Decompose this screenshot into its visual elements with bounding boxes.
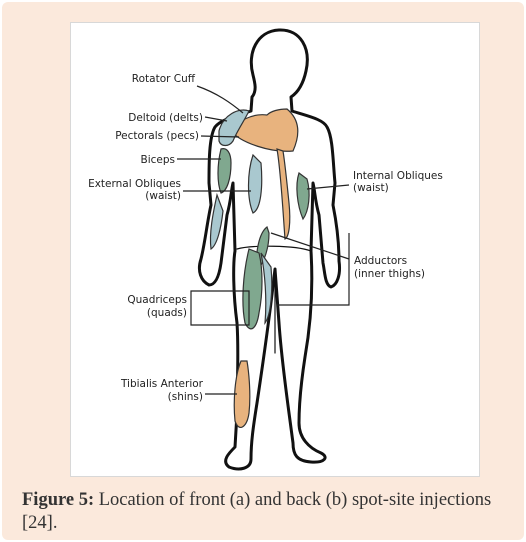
- biceps-muscle: [218, 149, 231, 193]
- tibialis-anterior-label-line2: (shins): [75, 391, 203, 404]
- quadriceps-label-line1: Quadriceps: [81, 294, 187, 307]
- figure-caption: Figure 5: Location of front (a) and back…: [22, 489, 512, 535]
- body-diagram-panel: Rotator Cuff Deltoid (delts) Pectorals (…: [70, 22, 480, 477]
- quadriceps-box: [191, 291, 249, 325]
- external-obliques-muscle: [249, 155, 262, 213]
- figure-caption-label: Figure 5:: [22, 490, 94, 510]
- pectorals-label: Pectorals (pecs): [81, 130, 199, 143]
- rotator-cuff-pointer: [197, 86, 243, 113]
- adductors-label-line1: Adductors: [354, 255, 407, 268]
- external-obliques-label-line1: External Obliques: [75, 178, 181, 191]
- internal-obliques-label-line1: Internal Obliques: [353, 170, 443, 183]
- deltoid-label: Deltoid (delts): [91, 112, 203, 125]
- adductors-label-line2: (inner thighs): [354, 268, 425, 281]
- abdominal-muscle: [277, 149, 290, 239]
- body-diagram: [71, 23, 481, 478]
- external-obliques-label-line2: (waist): [75, 190, 181, 203]
- forearm-muscle: [210, 195, 223, 249]
- internal-obliques-label-line2: (waist): [353, 182, 389, 195]
- internal-obliques-muscle: [297, 173, 309, 219]
- quadriceps-label-line2: (quads): [81, 307, 187, 320]
- quadriceps-muscle: [243, 249, 262, 329]
- tibialis-anterior-label-line1: Tibialis Anterior: [75, 378, 203, 391]
- biceps-label: Biceps: [101, 154, 175, 167]
- rotator-cuff-label: Rotator Cuff: [91, 73, 195, 86]
